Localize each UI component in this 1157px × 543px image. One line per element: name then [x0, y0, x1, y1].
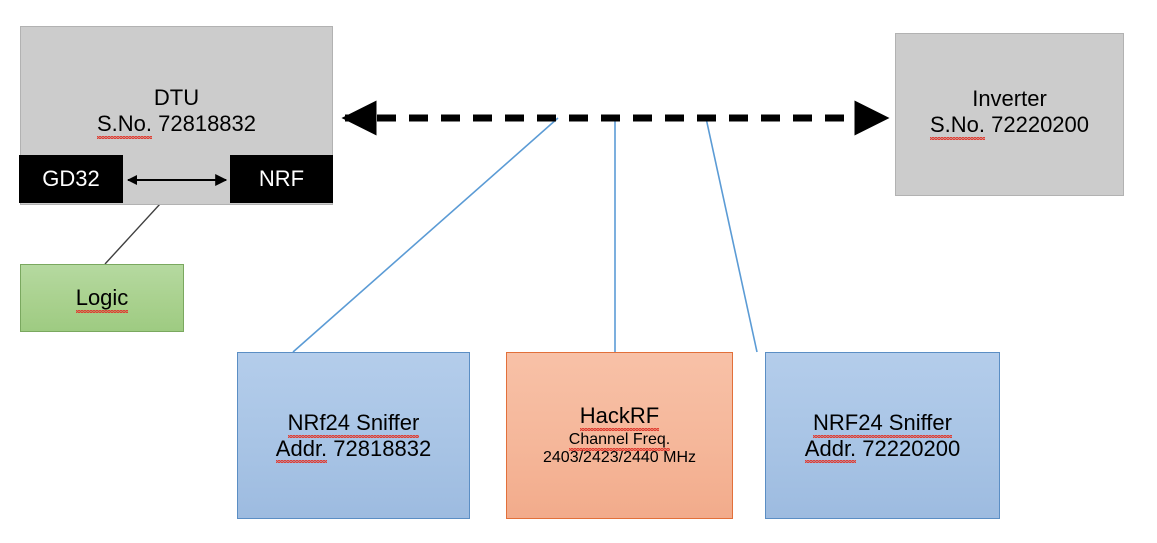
inverter-serial-value: 72220200	[991, 111, 1090, 137]
logic-label: Logic	[75, 285, 129, 313]
sniffer-right-line1: NRF24 Sniffer	[813, 409, 952, 438]
hackrf-title: HackRF	[579, 402, 660, 431]
hackrf-node[interactable]: HackRF Channel Freq. 2403/2423/2440 MHz	[506, 352, 733, 519]
dtu-serial: S.No. 72818832	[96, 110, 257, 139]
sniffer-left-node[interactable]: NRf24 Sniffer Addr. 72818832	[237, 352, 470, 519]
tap-line-right	[705, 117, 758, 353]
sniffer-left-addr-label: Addr.	[275, 435, 328, 464]
inverter-node[interactable]: Inverter S.No. 72220200	[895, 33, 1124, 196]
gd32-node[interactable]: GD32	[19, 155, 123, 203]
hackrf-frequencies: 2403/2423/2440 MHz	[543, 449, 696, 467]
dtu-serial-label: S.No.	[96, 110, 153, 139]
sniffer-left-addr-value: 72818832	[333, 435, 432, 461]
dtu-title: DTU	[153, 85, 200, 110]
sniffer-right-node[interactable]: NRF24 Sniffer Addr. 72220200	[765, 352, 1000, 519]
sniffer-right-addr-value: 72220200	[862, 435, 961, 461]
nrf-label: NRF	[258, 166, 305, 192]
dtu-serial-value: 72818832	[158, 110, 257, 136]
gd32-label: GD32	[42, 166, 100, 192]
inverter-serial: S.No. 72220200	[929, 111, 1090, 140]
logic-node[interactable]: Logic	[20, 264, 184, 332]
sniffer-left-line1: NRf24 Sniffer	[287, 409, 420, 438]
hackrf-subtitle: Channel Freq.	[568, 430, 671, 452]
sniffer-right-address: Addr. 72220200	[804, 435, 961, 464]
nrf-node[interactable]: NRF	[230, 155, 333, 203]
inverter-serial-label: S.No.	[929, 111, 986, 140]
sniffer-left-address: Addr. 72818832	[275, 435, 432, 464]
inverter-title: Inverter	[972, 86, 1047, 111]
sniffer-right-addr-label: Addr.	[804, 435, 857, 464]
